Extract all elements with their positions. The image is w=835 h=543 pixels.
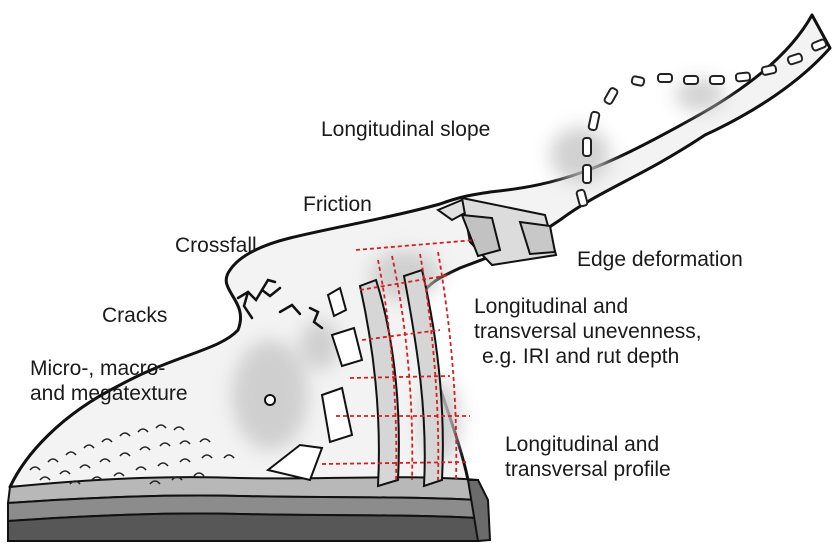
label-friction: Friction: [303, 192, 372, 217]
label-crossfall: Crossfall: [175, 233, 257, 258]
label-unevenness: Longitudinal and transversal unevenness,…: [474, 294, 702, 369]
label-longitudinal-slope-text: Longitudinal slope: [321, 117, 490, 142]
label-crossfall-text: Crossfall: [175, 233, 257, 258]
label-profile: Longitudinal and transversal profile: [505, 432, 671, 482]
label-longitudinal-slope: Longitudinal slope: [321, 117, 490, 142]
label-edge-deformation-text: Edge deformation: [577, 247, 743, 272]
layer-dark: [8, 513, 478, 541]
label-unevenness-line1: Longitudinal and: [474, 294, 702, 319]
label-unevenness-line2: transversal unevenness,: [474, 319, 702, 344]
label-texture: Micro-, macro- and megatexture: [30, 356, 188, 406]
label-unevenness-line3: e.g. IRI and rut depth: [474, 344, 702, 369]
label-friction-text: Friction: [303, 192, 372, 217]
label-profile-line2: transversal profile: [505, 457, 671, 482]
label-texture-line1: Micro-, macro-: [30, 356, 188, 381]
label-cracks: Cracks: [102, 303, 167, 328]
label-edge-deformation: Edge deformation: [577, 247, 743, 272]
label-texture-line2: and megatexture: [30, 381, 188, 406]
label-cracks-text: Cracks: [102, 303, 167, 328]
label-profile-line1: Longitudinal and: [505, 432, 671, 457]
